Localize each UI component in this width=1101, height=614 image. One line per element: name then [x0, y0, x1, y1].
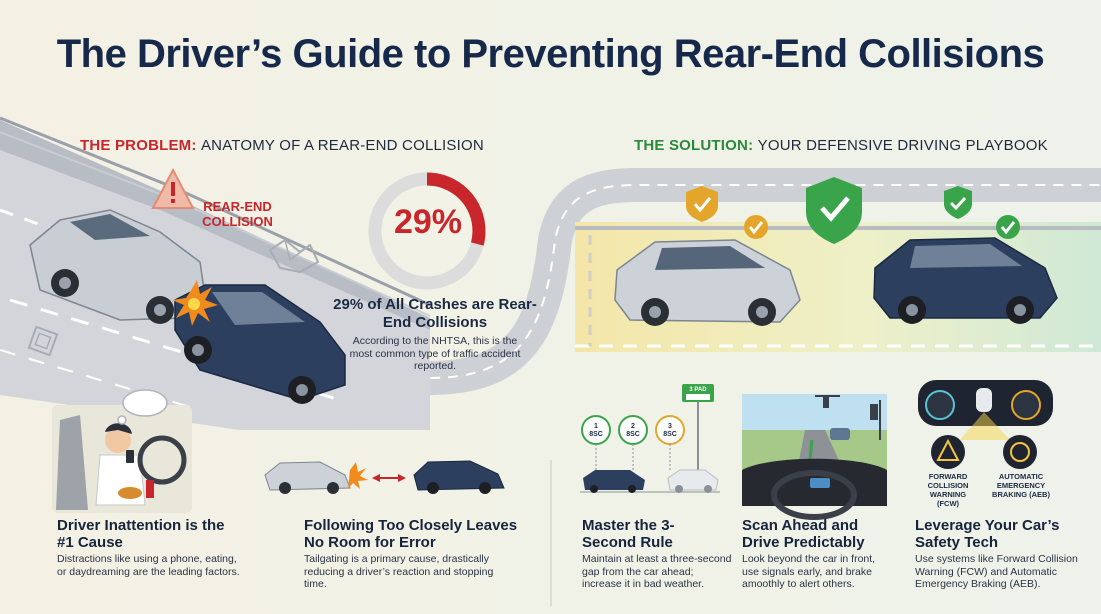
steering-wheel-icon: [137, 435, 187, 485]
card-title-inattention: Driver Inattention is the #1 Cause: [57, 517, 225, 551]
crash-burst-icon: [172, 280, 218, 326]
three-second-illustration: [580, 384, 720, 493]
card-title-safety-tech: Leverage Your Car’s Safety Tech: [915, 517, 1060, 551]
solution-navy-car: [873, 237, 1058, 324]
lane-dashes: [9, 298, 341, 402]
problem-heading-highlight: THE PROBLEM:: [80, 137, 197, 154]
traffic-light-icon: [815, 395, 881, 440]
solution-silver-car: [614, 239, 801, 326]
card-title-3-second: Master the 3-Second Rule: [582, 517, 675, 551]
navy-car: [174, 284, 346, 404]
circle-unit: 8SC: [663, 431, 677, 438]
check-shield-icon: [686, 177, 972, 244]
card-body-scan-ahead: Look beyond the car in front, use signal…: [742, 553, 876, 590]
card-title-tailgating: Following Too Closely Leaves No Room for…: [304, 517, 518, 551]
problem-heading-rest: ANATOMY OF A REAR-END COLLISION: [200, 137, 484, 154]
solution-heading: THE SOLUTION: YOUR DEFENSIVE DRIVING PLA…: [634, 137, 1048, 154]
stat-body: According to the NHTSA, this is the most…: [349, 335, 521, 372]
stat-ring: [368, 172, 486, 290]
tailgating-illustration: [264, 460, 505, 494]
stat-title: 29% of All Crashes are Rear-End Collisio…: [333, 296, 537, 331]
collision-label: REAR-END COLLISION: [202, 199, 273, 229]
warning-triangle-icon: [151, 167, 195, 209]
card-body-tailgating: Tailgating is a primary cause, drastical…: [304, 553, 494, 590]
second-circle-3: 3 8SC: [660, 423, 680, 439]
arrow-double-icon: [372, 474, 406, 482]
silver-car: [29, 209, 206, 324]
stat-percent: 29%: [393, 203, 463, 241]
circle-unit: 8SC: [589, 431, 603, 438]
solution-heading-highlight: THE SOLUTION:: [634, 137, 754, 154]
second-circle-1: 1 8SC: [586, 423, 606, 439]
phone-icon: [126, 450, 134, 463]
card-body-safety-tech: Use systems like Forward Collision Warni…: [915, 553, 1078, 590]
circle-unit: 8SC: [626, 431, 640, 438]
aeb-label: AUTOMATIC EMERGENCY BRAKING (AEB): [992, 472, 1050, 499]
circle-num: 2: [631, 423, 635, 430]
check-badge-icon: [744, 215, 1020, 239]
fcw-label: FORWARD COLLISION WARNING (FCW): [927, 472, 969, 508]
problem-heading: THE PROBLEM: ANATOMY OF A REAR-END COLLI…: [80, 137, 484, 154]
solution-heading-rest: YOUR DEFENSIVE DRIVING PLAYBOOK: [757, 137, 1048, 154]
road-sign: 3 PAD: [689, 387, 707, 393]
thought-bubble-icon: [117, 389, 168, 425]
card-body-3-second: Maintain at least a three-second gap fro…: [582, 553, 732, 590]
distracted-driver-illustration: [52, 389, 192, 513]
second-circle-2: 2 8SC: [623, 423, 643, 439]
card-title-scan-ahead: Scan Ahead and Drive Predictably: [742, 517, 865, 551]
dashboard-gauge-icon: [918, 380, 1053, 469]
scan-ahead-illustration: [742, 394, 887, 520]
pavement-crack-icon: [268, 238, 320, 274]
circle-num: 1: [594, 423, 598, 430]
page-title: The Driver’s Guide to Preventing Rear-En…: [56, 32, 1045, 76]
circle-num: 3: [668, 423, 672, 430]
card-body-inattention: Distractions like using a phone, eating,…: [57, 553, 240, 578]
